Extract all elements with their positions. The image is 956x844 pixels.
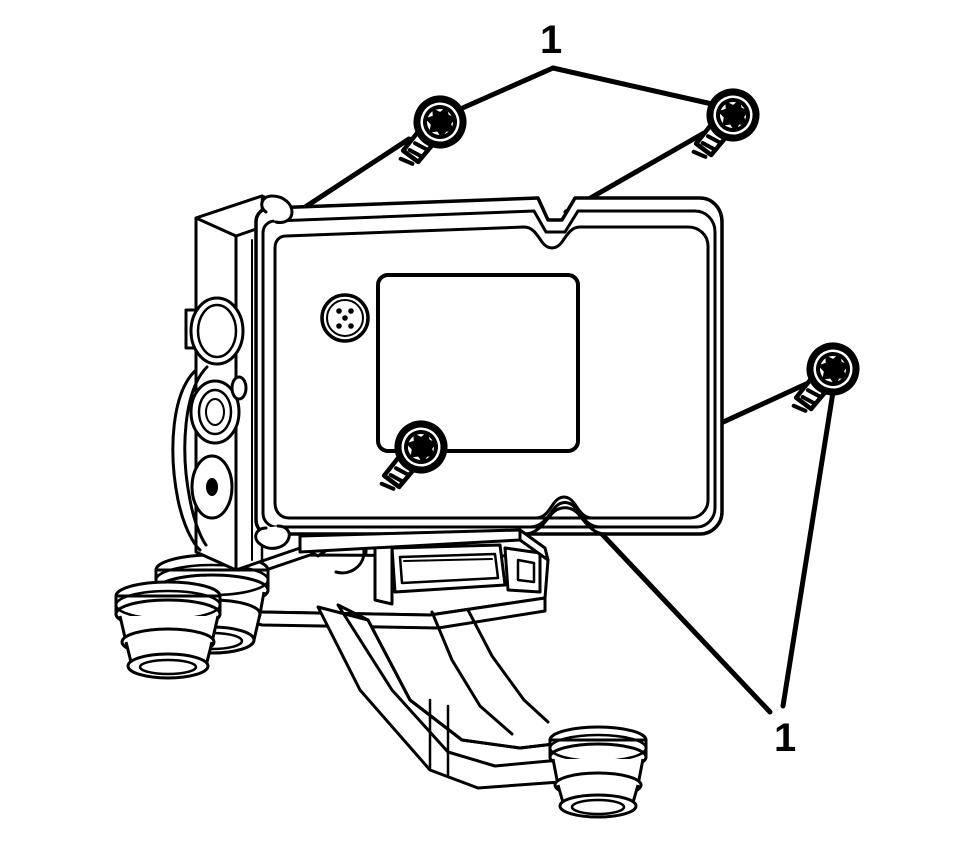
leader-top-left bbox=[455, 65, 556, 113]
ebcm-label-plate bbox=[376, 273, 580, 453]
ebcm-cover bbox=[254, 194, 724, 550]
housing-lower-lip bbox=[298, 528, 550, 562]
isolator-1 bbox=[114, 580, 222, 680]
callout-number-top: 1 bbox=[540, 18, 563, 62]
callout-number-bottom-right: 1 bbox=[774, 716, 797, 760]
vent-breather bbox=[320, 293, 370, 343]
isolator-3 bbox=[548, 725, 648, 819]
leader-bottom-right-a bbox=[780, 389, 836, 709]
leader-top-right bbox=[550, 65, 715, 107]
leader-upper-left-to-body bbox=[290, 136, 412, 218]
